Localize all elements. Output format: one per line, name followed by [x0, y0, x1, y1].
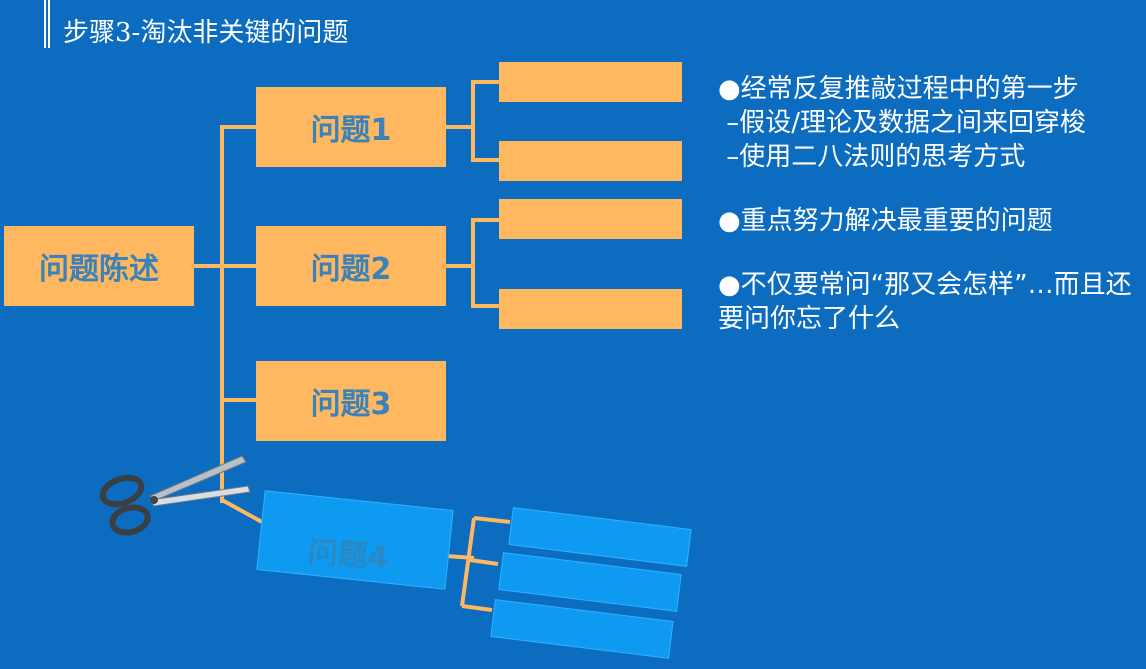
connector-issue-2-a [471, 218, 501, 222]
connector-issue-1-fork [471, 80, 475, 162]
note-bullet-1: ●经常反复推敲过程中的第一步 [718, 74, 1079, 104]
connector-issue-2 [220, 264, 256, 268]
note-bullet-2: ●重点努力解决最重要的问题 [718, 206, 1053, 236]
connector-trunk [220, 125, 224, 503]
connector-issue-2-fork [471, 218, 475, 308]
note-subpoint-1a: –假设/理论及数据之间来回穿梭 [718, 108, 1087, 138]
connector-issue-1-stem [445, 125, 475, 129]
leaf-box-1b [499, 141, 682, 181]
note-subpoint-1b: –使用二八法则的思考方式 [718, 142, 1026, 172]
connector-root [194, 264, 224, 268]
connector-issue-3 [220, 398, 256, 402]
notes-panel: ●经常反复推敲过程中的第一步 –假设/理论及数据之间来回穿梭 –使用二八法则的思… [718, 72, 1138, 336]
title-accent-bar [44, 0, 50, 48]
leaf-box-2a [499, 199, 682, 239]
issue-label-2: 问题2 [310, 252, 392, 287]
leaf-box-1a [499, 62, 682, 102]
leaf-box-2b [499, 289, 682, 329]
issue-box-1: 问题1 [256, 87, 446, 167]
root-box: 问题陈述 [4, 226, 194, 306]
issue-label-1: 问题1 [310, 113, 392, 148]
root-label: 问题陈述 [39, 252, 159, 287]
page-title: 步骤3-淘汰非关键的问题 [63, 18, 349, 48]
connector-issue-1-a [471, 80, 501, 84]
issue-box-2: 问题2 [256, 226, 446, 306]
note-bullet-3: ●不仅要常问“那又会怎样”…而且还要问你忘了什么 [718, 270, 1132, 334]
connector-issue-1-b [471, 158, 501, 162]
issue-box-3: 问题3 [256, 361, 446, 441]
connector-issue-2-stem [445, 264, 475, 268]
connector-issue-1 [220, 125, 256, 129]
connector-issue-2-b [471, 304, 501, 308]
issue-label-3: 问题3 [310, 387, 392, 422]
